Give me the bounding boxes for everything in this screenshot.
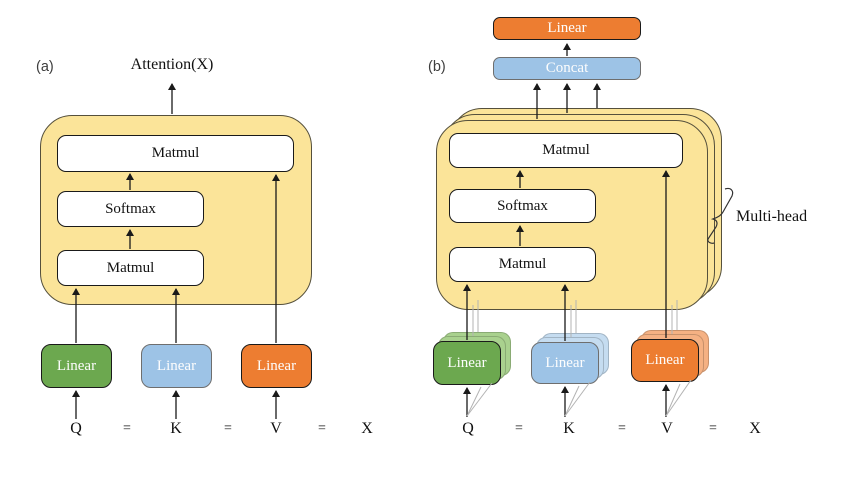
linear-q-label-b: Linear <box>447 354 487 371</box>
equation-b-eq1: = <box>515 421 523 436</box>
matmul-top-box-a: Matmul <box>57 135 294 172</box>
linear-q-box-b: Linear <box>433 341 501 385</box>
fan-k-2 <box>564 381 591 417</box>
attention-output-label: Attention(X) <box>130 56 214 73</box>
equation-a-v: V <box>270 420 282 437</box>
panel-b-label: (b) <box>428 59 446 75</box>
equation-a-eq3: = <box>318 421 326 436</box>
linear-k-label-a: Linear <box>156 357 197 374</box>
linear-v-label-b: Linear <box>645 352 685 368</box>
equation-b-x: X <box>749 420 761 437</box>
softmax-label-b: Softmax <box>497 197 548 214</box>
equation-b-q: Q <box>462 420 474 437</box>
fan-k-1 <box>564 385 580 417</box>
matmul-top-label-a: Matmul <box>151 145 200 161</box>
softmax-box-b: Softmax <box>449 189 596 223</box>
matmul-top-label-b: Matmul <box>542 142 590 158</box>
multi-head-label: Multi-head <box>736 208 808 225</box>
linear-k-label-b: Linear <box>545 354 585 371</box>
fan-q-1 <box>466 386 482 417</box>
equation-b-eq2: = <box>618 421 626 436</box>
concat-label-b: Concat <box>545 60 589 76</box>
equation-a-q: Q <box>70 420 82 437</box>
equation-a-x: X <box>361 420 373 437</box>
matmul-top-box-b: Matmul <box>449 133 683 168</box>
fan-v-2 <box>665 379 692 417</box>
equation-a-eq2: = <box>224 421 232 436</box>
linear-out-box-b: Linear <box>493 17 641 40</box>
concat-box-b: Concat <box>493 57 641 80</box>
fan-v-1 <box>665 383 681 417</box>
matmul-bottom-box-a: Matmul <box>57 250 204 286</box>
matmul-bottom-box-b: Matmul <box>449 247 596 282</box>
linear-q-label-a: Linear <box>56 357 97 374</box>
panel-a-label: (a) <box>36 59 54 75</box>
linear-v-label-a: Linear <box>256 357 297 374</box>
equation-b-v: V <box>661 420 673 437</box>
linear-q-box-a: Linear <box>41 344 112 388</box>
equation-a-k: K <box>170 420 182 437</box>
linear-v-box-b: Linear <box>631 339 699 382</box>
matmul-bottom-label-a: Matmul <box>106 259 155 276</box>
softmax-box-a: Softmax <box>57 191 204 227</box>
equation-b-eq3: = <box>709 421 717 436</box>
equation-b-k: K <box>563 420 575 437</box>
linear-out-label-b: Linear <box>547 20 587 36</box>
linear-v-box-a: Linear <box>241 344 312 388</box>
equation-a-eq1: = <box>123 421 131 436</box>
fan-q-2 <box>466 382 493 417</box>
linear-k-box-b: Linear <box>531 342 599 384</box>
linear-k-box-a: Linear <box>141 344 212 388</box>
matmul-bottom-label-b: Matmul <box>498 256 547 272</box>
softmax-label-a: Softmax <box>105 200 156 217</box>
